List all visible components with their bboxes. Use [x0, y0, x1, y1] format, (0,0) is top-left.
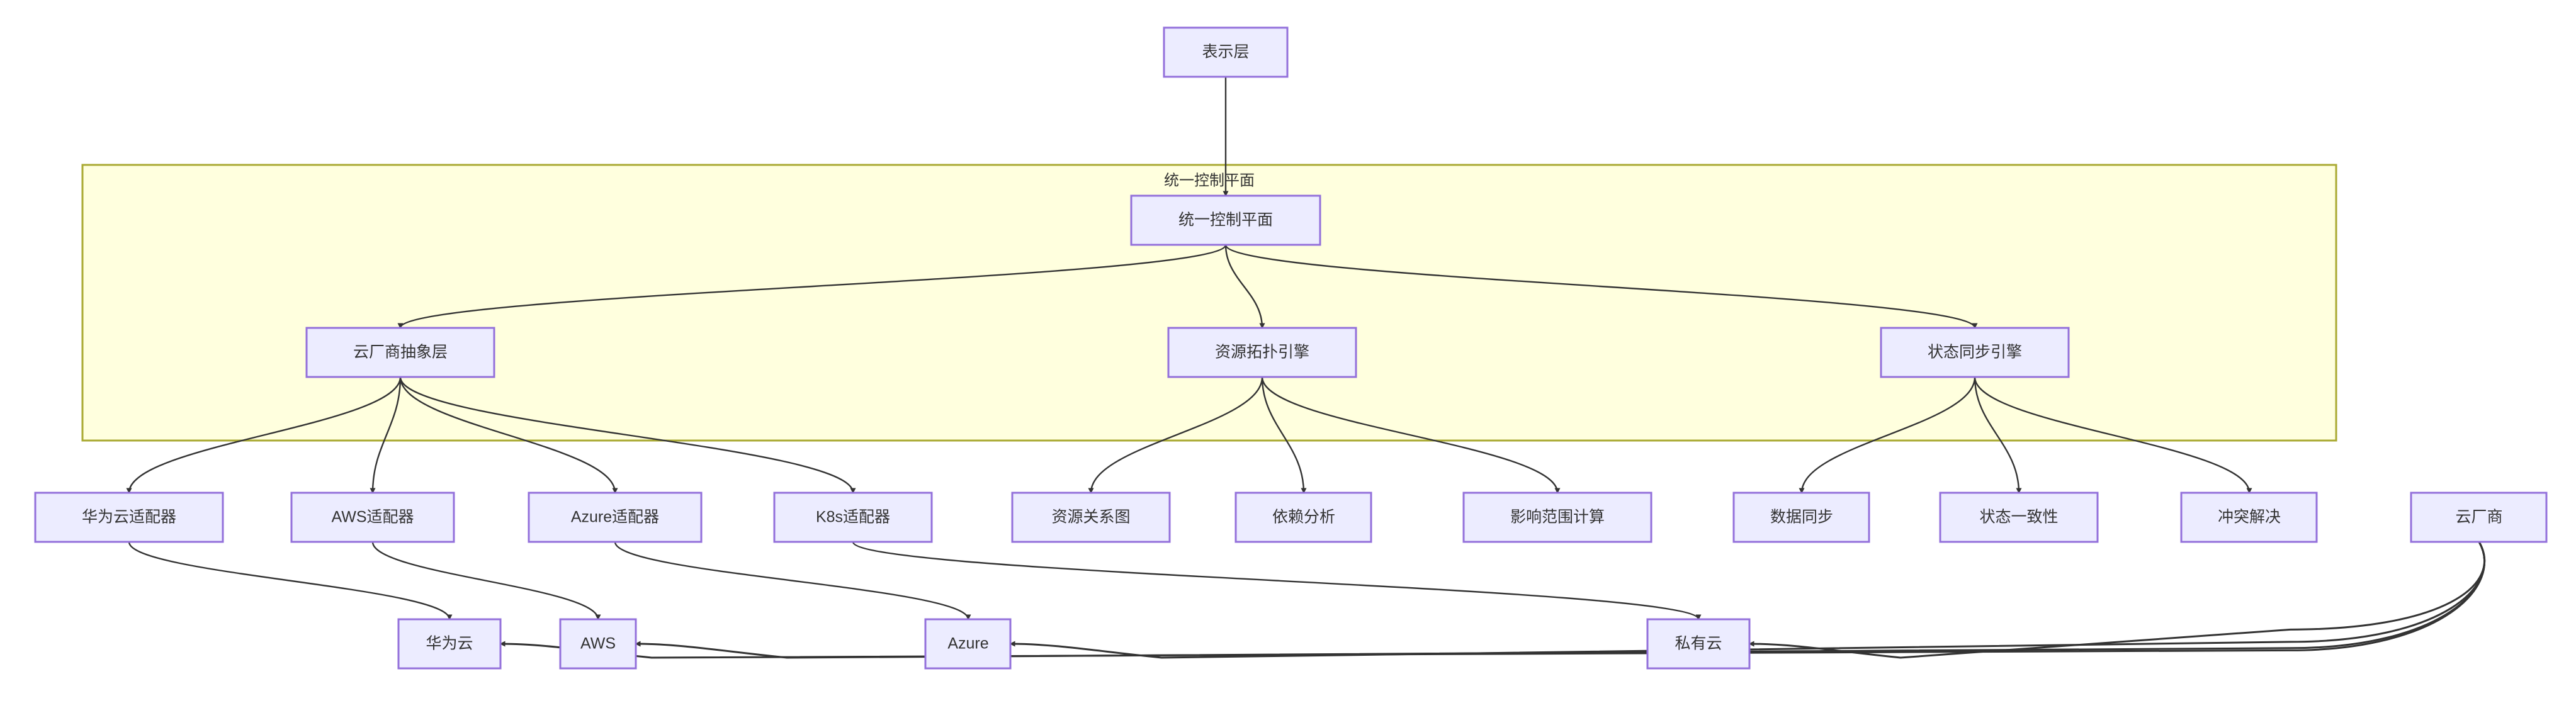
- node-box[interactable]: [2180, 492, 2318, 543]
- node-box[interactable]: [34, 492, 224, 543]
- edge-state-sync-engine-to-conflict-resolve: [1974, 376, 2252, 494]
- node-box[interactable]: [1167, 327, 1357, 378]
- node-control-plane[interactable]: 统一控制平面: [1130, 194, 1321, 246]
- node-huawei-cloud[interactable]: 华为云: [397, 618, 502, 670]
- node-box[interactable]: [559, 618, 637, 670]
- node-azure[interactable]: Azure: [924, 618, 1012, 670]
- node-box[interactable]: [773, 492, 933, 543]
- node-adapter-k8s[interactable]: K8s适配器: [773, 492, 933, 543]
- node-conflict-resolve[interactable]: 冲突解决: [2180, 492, 2318, 543]
- node-impact-scope[interactable]: 影响范围计算: [1462, 492, 1652, 543]
- node-label: K8s适配器: [816, 509, 890, 526]
- edge-topology-engine-to-impact-scope: [1261, 376, 1561, 494]
- node-box[interactable]: [290, 492, 455, 543]
- edge-cloud-vendor-to-aws: [635, 541, 2486, 659]
- node-label: 资源关系图: [1051, 509, 1130, 526]
- node-presentation[interactable]: 表示层: [1163, 26, 1289, 78]
- edge-adapter-huawei-to-huawei-cloud: [128, 541, 453, 621]
- node-box[interactable]: [528, 492, 703, 543]
- node-box[interactable]: [1939, 492, 2099, 543]
- node-label: AWS: [580, 635, 616, 653]
- node-box[interactable]: [397, 618, 502, 670]
- node-adapter-azure[interactable]: Azure适配器: [528, 492, 703, 543]
- node-box[interactable]: [1646, 618, 1751, 670]
- edge-cloud-abstraction-to-adapter-huawei: [126, 376, 402, 494]
- node-box[interactable]: [1732, 492, 1870, 543]
- node-box[interactable]: [1130, 194, 1321, 246]
- node-label: 华为云适配器: [82, 509, 176, 526]
- node-cloud-abstraction[interactable]: 云厂商抽象层: [305, 327, 495, 378]
- edge-topology-engine-to-dependency: [1261, 376, 1307, 494]
- node-resource-graph[interactable]: 资源关系图: [1011, 492, 1171, 543]
- edge-cloud-vendor-to-huawei-cloud: [499, 541, 2486, 659]
- node-box[interactable]: [1234, 492, 1372, 543]
- edge-cloud-abstraction-to-adapter-aws: [370, 376, 402, 494]
- node-adapter-aws[interactable]: AWS适配器: [290, 492, 455, 543]
- node-label: 资源拓扑引擎: [1215, 344, 1309, 361]
- node-label: 状态同步引擎: [1928, 344, 2022, 361]
- node-label: 云厂商: [2455, 509, 2502, 526]
- node-aws[interactable]: AWS: [559, 618, 637, 670]
- edge-cloud-abstraction-to-adapter-k8s: [399, 376, 856, 494]
- node-topology-engine[interactable]: 资源拓扑引擎: [1167, 327, 1357, 378]
- edge-control-plane-to-state-sync-engine: [1224, 244, 1978, 329]
- node-box[interactable]: [305, 327, 495, 378]
- node-label: 数据同步: [1770, 509, 1833, 526]
- node-state-sync-engine[interactable]: 状态同步引擎: [1880, 327, 2070, 378]
- node-data-sync[interactable]: 数据同步: [1732, 492, 1870, 543]
- node-cloud-vendor[interactable]: 云厂商: [2410, 492, 2548, 543]
- edge-adapter-k8s-to-private-cloud: [852, 541, 1702, 621]
- node-adapter-huawei[interactable]: 华为云适配器: [34, 492, 224, 543]
- edge-adapter-azure-to-azure: [614, 541, 971, 621]
- node-label: Azure: [947, 635, 988, 653]
- node-dependency[interactable]: 依赖分析: [1234, 492, 1372, 543]
- node-box[interactable]: [1462, 492, 1652, 543]
- node-label: 华为云: [426, 635, 473, 653]
- node-label: Azure适配器: [571, 509, 659, 526]
- node-box[interactable]: [1880, 327, 2070, 378]
- node-label: 冲突解决: [2218, 509, 2281, 526]
- node-label: AWS适配器: [331, 509, 414, 526]
- node-state-consistency[interactable]: 状态一致性: [1939, 492, 2099, 543]
- node-label: 统一控制平面: [1178, 211, 1273, 229]
- edge-state-sync-engine-to-data-sync: [1799, 376, 1976, 494]
- node-private-cloud[interactable]: 私有云: [1646, 618, 1751, 670]
- edge-adapter-aws-to-aws: [371, 541, 601, 621]
- node-box[interactable]: [924, 618, 1012, 670]
- edge-cloud-abstraction-to-adapter-azure: [399, 376, 618, 494]
- node-label: 影响范围计算: [1510, 509, 1605, 526]
- edges-layer: [126, 77, 2486, 659]
- node-box[interactable]: [1163, 26, 1289, 78]
- edge-topology-engine-to-resource-graph: [1088, 376, 1263, 494]
- edge-control-plane-to-topology-engine: [1224, 244, 1265, 329]
- node-box[interactable]: [2410, 492, 2548, 543]
- node-label: 云厂商抽象层: [353, 344, 448, 361]
- node-label: 私有云: [1675, 635, 1722, 653]
- node-box[interactable]: [1011, 492, 1171, 543]
- edge-cloud-vendor-to-private-cloud: [1748, 541, 2486, 659]
- node-label: 依赖分析: [1272, 509, 1335, 526]
- node-label: 状态一致性: [1979, 509, 2058, 526]
- node-label: 表示层: [1202, 43, 1249, 61]
- edge-control-plane-to-cloud-abstraction: [397, 244, 1227, 329]
- cluster-label: 统一控制平面: [1164, 172, 1255, 189]
- edge-state-sync-engine-to-state-consistency: [1974, 376, 2022, 494]
- edge-cloud-vendor-to-azure: [1009, 541, 2486, 659]
